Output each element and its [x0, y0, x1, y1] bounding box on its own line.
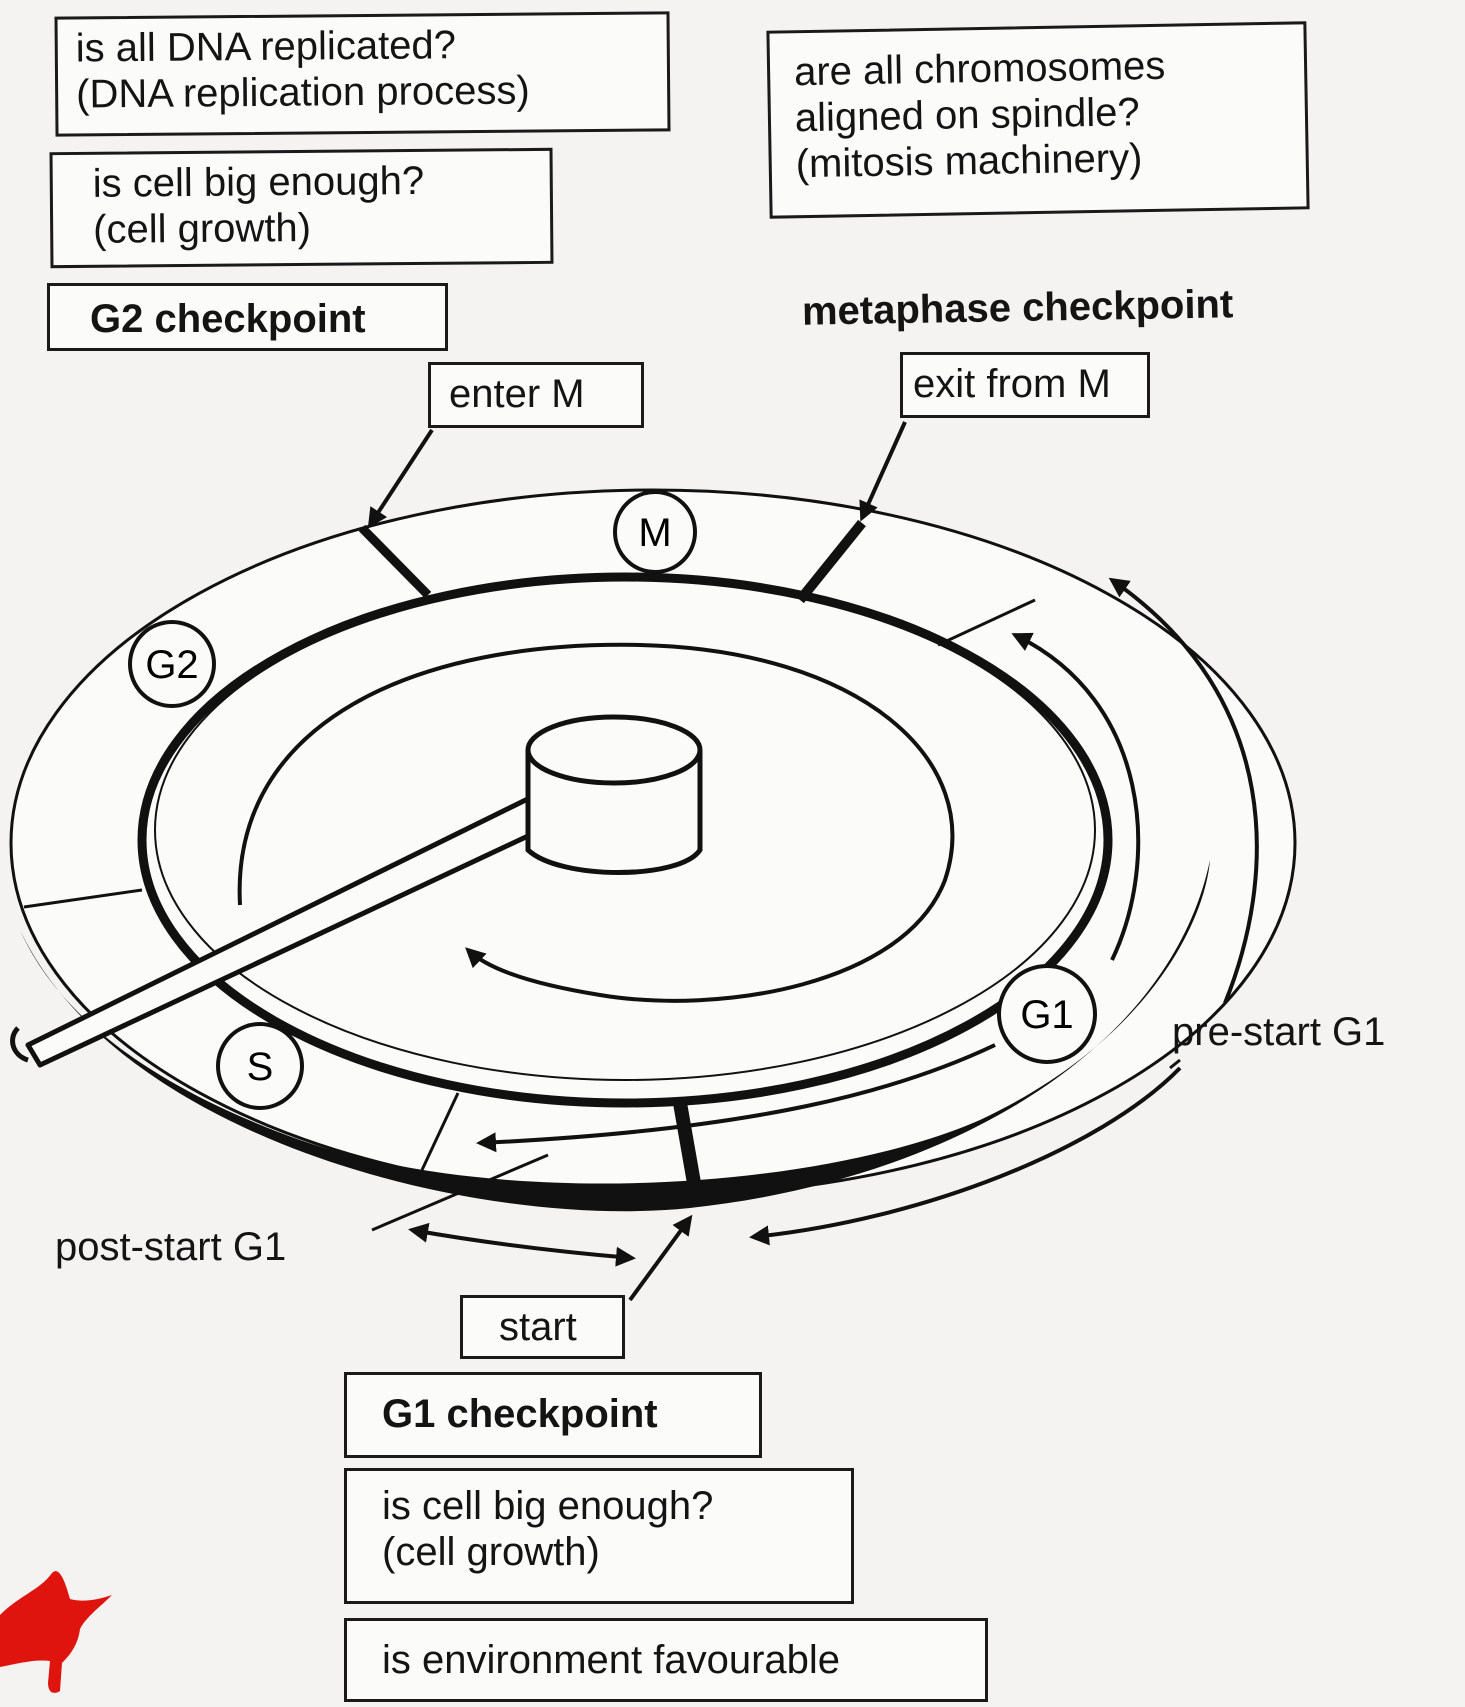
g1-size-question-line-2: (cell growth)	[382, 1529, 833, 1575]
post-start-g1-label: post-start G1	[55, 1225, 286, 1270]
g1-size-question-line-1: is cell big enough?	[382, 1483, 833, 1529]
phase-label-s: S	[247, 1045, 274, 1089]
phase-label-g1: G1	[1020, 993, 1073, 1037]
phase-label-m: M	[638, 511, 671, 555]
phase-badge-g1: G1	[999, 966, 1095, 1062]
red-ink-blot	[0, 1555, 120, 1695]
environment-question-box: is environment favourable	[344, 1618, 988, 1702]
start-label: start	[499, 1304, 604, 1350]
g1-checkpoint-box: G1 checkpoint	[344, 1372, 762, 1458]
phase-badge-m: M	[615, 492, 695, 572]
g1-checkpoint-label: G1 checkpoint	[382, 1391, 741, 1437]
environment-question-label: is environment favourable	[382, 1637, 967, 1683]
phase-badge-g2: G2	[130, 622, 214, 706]
pre-start-g1-label: pre-start G1	[1172, 1010, 1385, 1055]
phase-badge-s: S	[218, 1024, 302, 1108]
start-box: start	[460, 1295, 625, 1359]
phase-label-g2: G2	[145, 643, 198, 687]
g1-cell-size-question-box: is cell big enough? (cell growth)	[344, 1468, 854, 1604]
